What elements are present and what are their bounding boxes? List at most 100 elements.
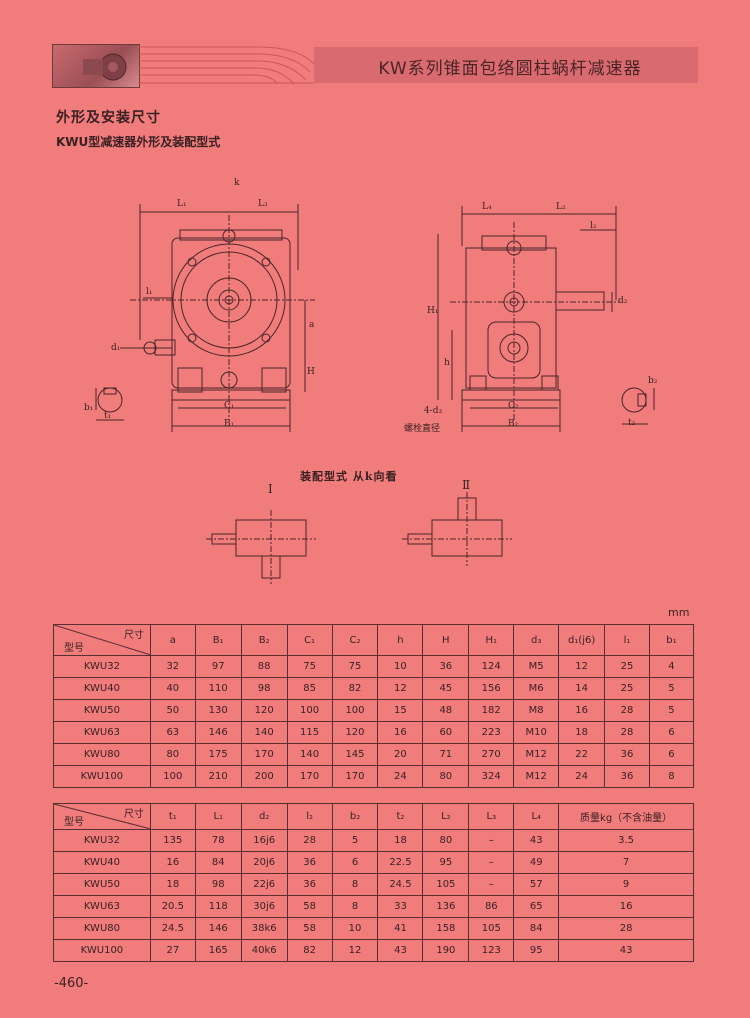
column-header: B₂	[240, 624, 288, 656]
table-cell: 28	[604, 721, 650, 744]
label-L3: L₃	[258, 199, 268, 209]
table-cell: 49	[513, 851, 560, 874]
table-cell: 140	[240, 721, 288, 744]
column-header: C₂	[331, 624, 379, 656]
table-cell: 84	[194, 851, 242, 874]
page-number: -460-	[54, 976, 89, 991]
table-cell: 63	[149, 721, 196, 744]
table-cell: 75	[331, 655, 379, 678]
table-cell: 145	[331, 743, 379, 766]
model-cell: KWU32	[53, 829, 151, 852]
column-header: d₃	[513, 624, 560, 656]
table-cell: 43	[377, 939, 424, 962]
front-view-drawing	[95, 204, 315, 432]
table-cell: M6	[513, 677, 560, 700]
table-cell: 170	[240, 743, 288, 766]
header-title-bar	[314, 47, 698, 83]
table-cell: 16	[377, 721, 424, 744]
column-header: 质量kg（不含油量）	[558, 803, 694, 830]
table-cell: 80	[422, 765, 470, 788]
model-cell: KWU63	[53, 895, 151, 918]
table-cell: 200	[240, 765, 288, 788]
table-cell: 24	[558, 765, 606, 788]
corner-diagonal	[54, 804, 151, 829]
table-cell: 28	[604, 699, 650, 722]
table-cell: 3.5	[558, 829, 694, 852]
label-b1: b₁	[84, 403, 94, 413]
table-cell: 115	[286, 721, 333, 744]
table-cell: 78	[194, 829, 242, 852]
model-cell: KWU80	[53, 917, 151, 940]
table-cell: 24	[377, 765, 424, 788]
table-cell: 36	[604, 765, 650, 788]
label-bolt-diameter: 螺栓直径	[404, 424, 441, 434]
table-cell: 22j6	[240, 873, 288, 896]
column-header: b₂	[331, 803, 379, 830]
product-photo	[52, 44, 140, 88]
label-d1: d₁	[111, 343, 121, 353]
table-cell: 146	[194, 721, 242, 744]
table-cell: 36	[604, 743, 650, 766]
label-L4: L₄	[482, 202, 492, 212]
table-cell: 15	[377, 699, 424, 722]
table-cell: 98	[194, 873, 242, 896]
table-cell: 100	[149, 765, 196, 788]
table-cell: 32	[149, 655, 196, 678]
table-cell: 182	[468, 699, 515, 722]
table-cell: 6	[648, 743, 695, 766]
table-cell: 8	[648, 765, 695, 788]
table-cell: 110	[194, 677, 242, 700]
label-L2: L₂	[556, 202, 566, 212]
table-cell: 105	[422, 873, 470, 896]
label-B2: B₂	[508, 419, 519, 429]
table-cell: 4	[648, 655, 695, 678]
table-cell: 98	[240, 677, 288, 700]
table-cell: 85	[286, 677, 333, 700]
table-cell: 65	[513, 895, 560, 918]
label-h: h	[444, 358, 450, 368]
column-header: L₄	[513, 803, 560, 830]
table-cell: 6	[648, 721, 695, 744]
corner-bottom-label: 型号	[64, 817, 84, 828]
model-cell: KWU50	[53, 699, 151, 722]
label-d2: d₂	[618, 296, 628, 306]
table-cell: 140	[286, 743, 333, 766]
table-cell: 25	[604, 655, 650, 678]
table-corner-cell: 尺寸 型号	[53, 803, 151, 830]
table-cell: 130	[194, 699, 242, 722]
model-cell: KWU100	[53, 939, 151, 962]
model-cell: KWU80	[53, 743, 151, 766]
table-cell: 16	[558, 699, 606, 722]
model-cell: KWU40	[53, 851, 151, 874]
table-cell: 146	[194, 917, 242, 940]
table-cell: 136	[422, 895, 470, 918]
label-H1: H₁	[427, 306, 439, 316]
table-cell: 18	[149, 873, 196, 896]
table-cell: 86	[468, 895, 515, 918]
page-title: KW系列锥面包络圆柱蜗杆减速器	[378, 59, 642, 79]
column-header: t₂	[377, 803, 424, 830]
table-cell: 120	[331, 721, 379, 744]
table-cell: 80	[149, 743, 196, 766]
corner-top-label: 尺寸	[123, 630, 144, 641]
column-header: t₁	[149, 803, 196, 830]
table-cell: 158	[422, 917, 470, 940]
table-cell: 38k6	[240, 917, 288, 940]
table-cell: 223	[468, 721, 515, 744]
gearbox-thumbnail-icon	[83, 53, 127, 81]
table-cell: 30j6	[240, 895, 288, 918]
assembly-title: 装配型式 从k向看	[300, 470, 398, 483]
table-cell: 123	[468, 939, 515, 962]
model-cell: KWU100	[53, 765, 151, 788]
table-cell: 8	[331, 895, 379, 918]
